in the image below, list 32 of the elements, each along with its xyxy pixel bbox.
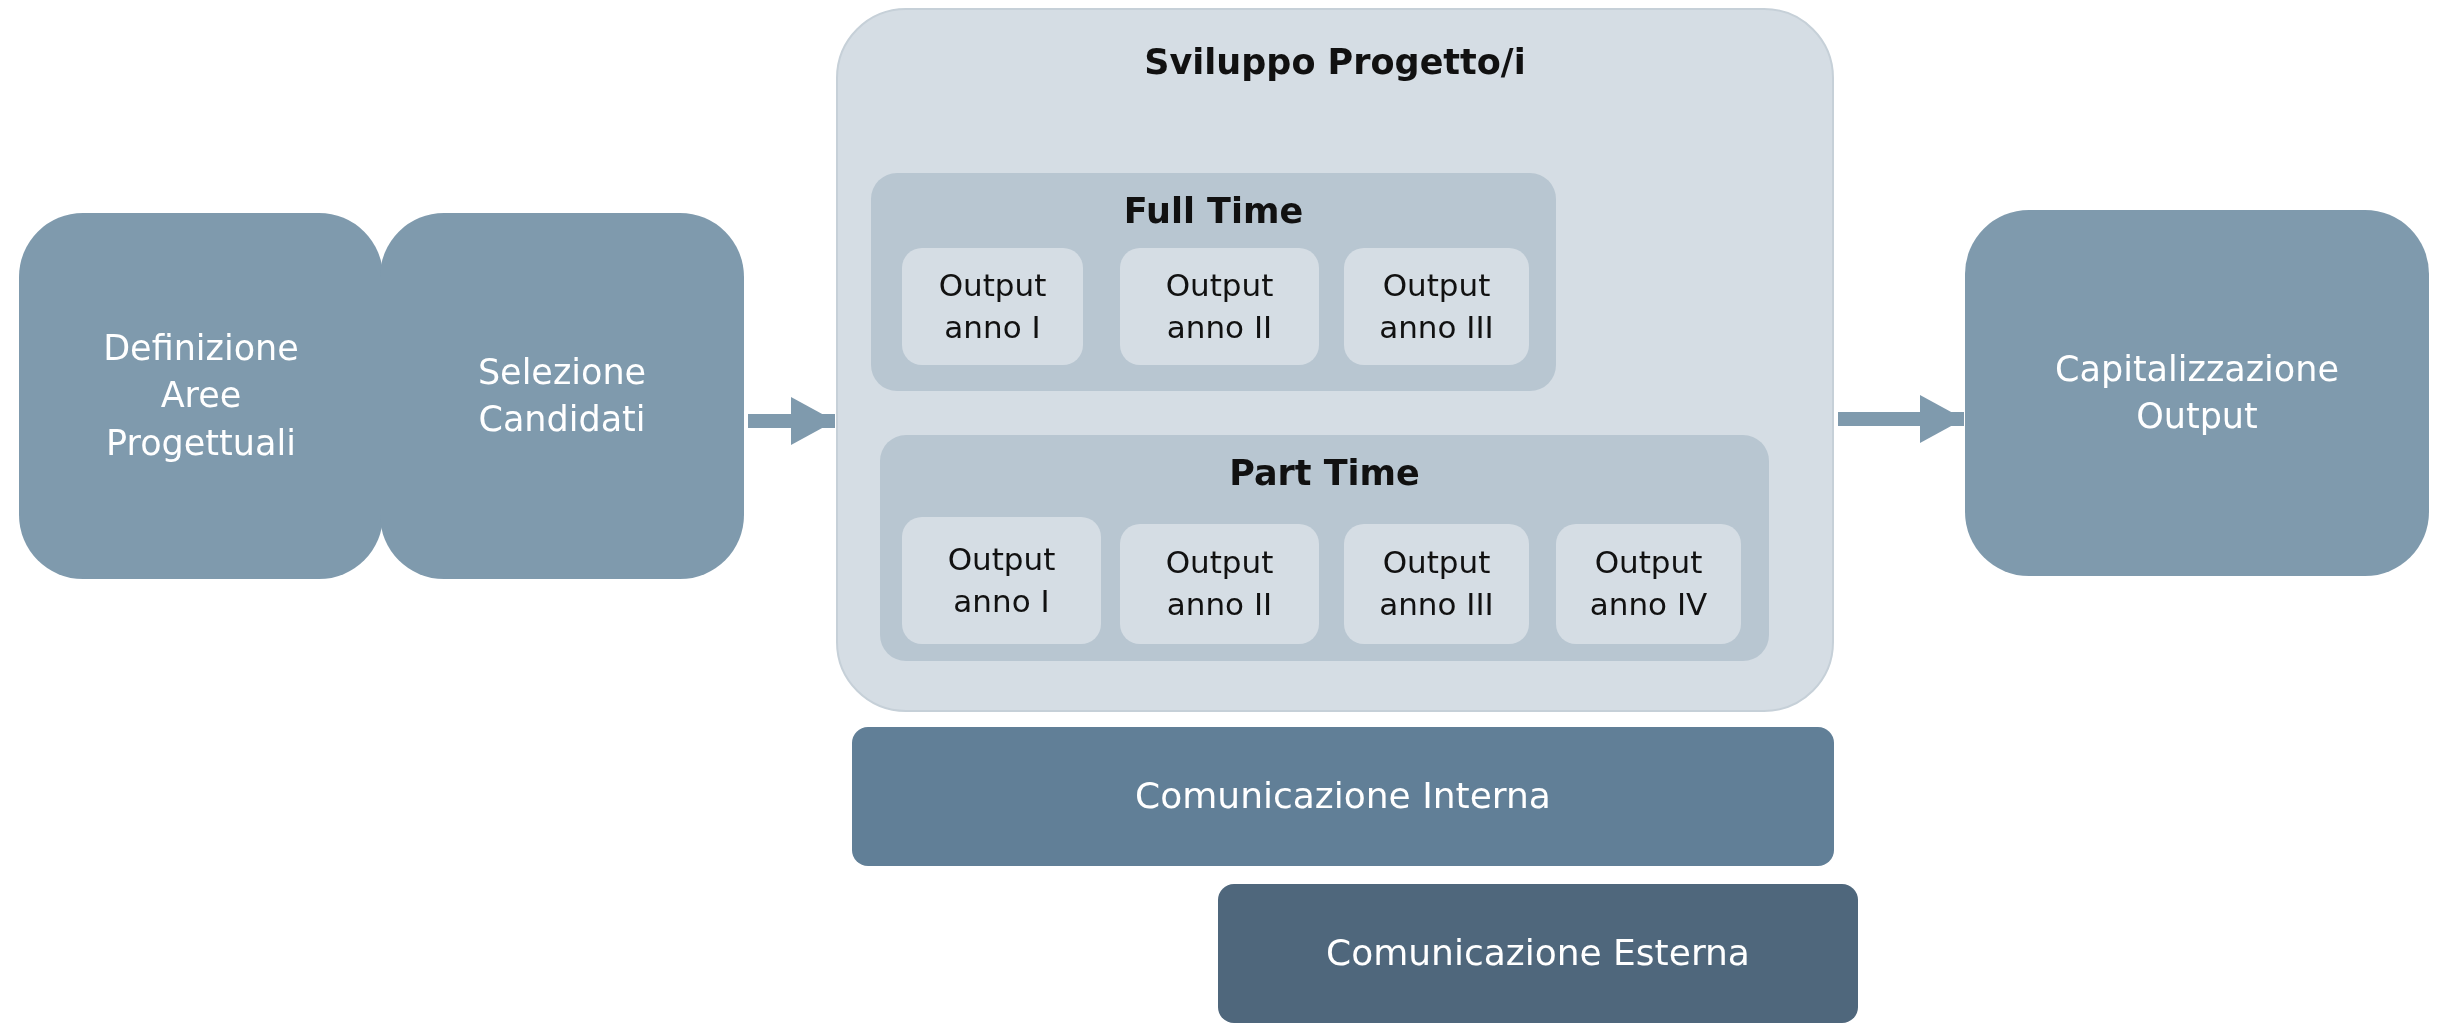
group-heading: Part Time (1228, 453, 1421, 493)
box-label: Output anno II (1164, 543, 1275, 624)
box-label: Output anno III (1378, 543, 1495, 624)
process-bar (852, 727, 1834, 866)
group-panel (880, 435, 1769, 661)
box-label: Output anno IV (1588, 543, 1709, 624)
group-heading: Sviluppo Progetto/i (1143, 42, 1527, 82)
group-heading: Full Time (1122, 191, 1305, 231)
process-bar (1218, 884, 1858, 1023)
process-box (19, 213, 383, 579)
box-label: Definizione Aree Progettuali (102, 327, 300, 465)
output-box (1556, 524, 1741, 644)
group-panel (836, 8, 1834, 712)
box-label: Selezione Candidati (476, 350, 648, 441)
output-box (902, 248, 1083, 365)
process-box (380, 213, 744, 579)
box-label: Comunicazione Esterna (1325, 931, 1751, 976)
output-box (1344, 524, 1529, 644)
box-label: Capitalizzazione Output (2054, 347, 2340, 438)
box-label: Comunicazione Interna (1134, 774, 1552, 819)
output-box (1120, 524, 1319, 644)
group-panel (871, 173, 1556, 391)
output-box (1344, 248, 1529, 365)
box-label: Output anno I (946, 539, 1057, 621)
arrow (748, 397, 835, 445)
box-label: Output anno III (1378, 265, 1495, 347)
output-box (902, 517, 1101, 644)
box-label: Output anno II (1164, 265, 1275, 347)
arrow (1838, 395, 1964, 443)
box-label: Output anno I (937, 265, 1048, 347)
output-box (1120, 248, 1319, 365)
process-box (1965, 210, 2429, 576)
